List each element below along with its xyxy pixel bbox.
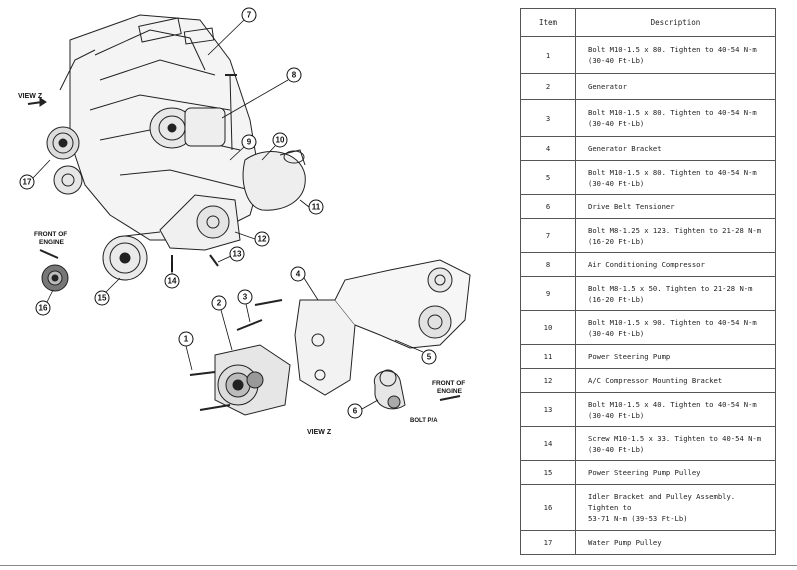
item-number: 17 <box>520 530 576 555</box>
item-description: Power Steering Pump <box>575 344 776 369</box>
callout-4 <box>290 266 306 282</box>
callout-9 <box>241 134 257 150</box>
item-number: 4 <box>520 136 576 161</box>
item-number: 5 <box>520 160 576 195</box>
callout-text-17: 17 <box>23 178 32 187</box>
item-description: Water Pump Pulley <box>575 530 776 555</box>
callout-leaders <box>32 19 424 410</box>
callout-text-13: 13 <box>233 250 242 259</box>
bolt-label: BOLT P/A <box>410 418 438 424</box>
callout-text-11: 11 <box>312 203 321 212</box>
item-description: Bolt M10-1.5 x 80. Tighten to 40-54 N-m … <box>575 160 776 195</box>
item-description: Bolt M8-1.25 x 123. Tighten to 21-28 N-m… <box>575 218 776 253</box>
callout-numbers: 7 8 9 10 11 12 13 14 15 16 17 2 3 4 1 5 … <box>23 11 432 416</box>
item-description: Bolt M10-1.5 x 40. Tighten to 40-54 N-m … <box>575 392 776 427</box>
callouts <box>19 7 437 419</box>
table-header-row: Item Description <box>520 8 776 37</box>
item-number: 14 <box>520 426 576 461</box>
callout-8 <box>286 67 302 83</box>
header-item: Item <box>520 8 576 37</box>
item-description: A/C Compressor Mounting Bracket <box>575 368 776 393</box>
item-number: 10 <box>520 310 576 345</box>
callout-2 <box>211 295 227 311</box>
callout-6 <box>347 403 363 419</box>
callout-text-8: 8 <box>292 71 297 80</box>
item-description: Bolt M10-1.5 x 80. Tighten to 40-54 N-m … <box>575 36 776 74</box>
callout-text-16: 16 <box>39 304 48 313</box>
item-number: 11 <box>520 344 576 369</box>
callout-text-3: 3 <box>243 293 248 302</box>
view-z-label-top: VIEW Z <box>18 93 43 100</box>
callout-text-4: 4 <box>296 270 301 279</box>
header-description: Description <box>575 8 776 37</box>
callout-text-14: 14 <box>168 277 177 286</box>
item-description: Bolt M10-1.5 x 90. Tighten to 40-54 N-m … <box>575 310 776 345</box>
callout-15 <box>94 290 110 306</box>
engine-block-illustration <box>27 14 471 416</box>
callout-text-15: 15 <box>98 294 107 303</box>
item-number: 13 <box>520 392 576 427</box>
item-number: 1 <box>520 36 576 74</box>
callout-text-7: 7 <box>247 11 252 20</box>
callout-text-6: 6 <box>353 407 358 416</box>
callout-text-9: 9 <box>247 138 252 147</box>
item-description: Generator Bracket <box>575 136 776 161</box>
item-description: Bolt M10-1.5 x 80. Tighten to 40-54 N-m … <box>575 99 776 137</box>
item-description: Idler Bracket and Pulley Assembly. Tight… <box>575 484 776 531</box>
callout-10 <box>272 132 288 148</box>
callout-3 <box>237 289 253 305</box>
callout-text-10: 10 <box>276 136 285 145</box>
front-of-engine-right-line1: FRONT OF <box>432 380 465 387</box>
item-description: Air Conditioning Compressor <box>575 252 776 277</box>
callout-13 <box>229 246 245 262</box>
callout-text-5: 5 <box>427 353 432 362</box>
front-of-engine-left-line2: ENGINE <box>39 239 65 246</box>
callout-17 <box>19 174 35 190</box>
callout-16 <box>35 300 51 316</box>
callout-5 <box>421 349 437 365</box>
engine-accessory-diagram: VIEW Z VIEW Z FRONT OF ENGINE FRONT OF E… <box>18 7 471 436</box>
callout-text-12: 12 <box>258 235 267 244</box>
front-of-engine-left-line1: FRONT OF <box>34 231 67 238</box>
item-number: 12 <box>520 368 576 393</box>
item-number: 3 <box>520 99 576 137</box>
view-z-label-bottom: VIEW Z <box>307 429 332 436</box>
item-number: 16 <box>520 484 576 531</box>
item-description: Bolt M8-1.5 x 50. Tighten to 21-28 N-m (… <box>575 276 776 311</box>
item-number: 7 <box>520 218 576 253</box>
callout-7 <box>241 7 257 23</box>
item-description: Power Steering Pump Pulley <box>575 460 776 485</box>
bottom-rule <box>0 565 797 566</box>
item-number: 15 <box>520 460 576 485</box>
item-description: Generator <box>575 73 776 100</box>
item-number: 2 <box>520 73 576 100</box>
item-description: Drive Belt Tensioner <box>575 194 776 219</box>
item-description: Screw M10-1.5 x 33. Tighten to 40-54 N-m… <box>575 426 776 461</box>
callout-text-1: 1 <box>184 335 189 344</box>
item-number: 8 <box>520 252 576 277</box>
item-number: 9 <box>520 276 576 311</box>
front-of-engine-right-line2: ENGINE <box>437 388 463 395</box>
item-number: 6 <box>520 194 576 219</box>
callout-text-2: 2 <box>217 299 222 308</box>
